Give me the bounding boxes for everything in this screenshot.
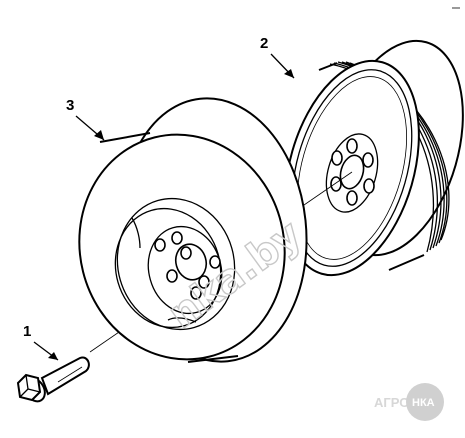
- brand-badge: [406, 383, 444, 421]
- brand-badge-text: НКА: [412, 397, 435, 409]
- pulley-bolt-holes: [330, 138, 375, 206]
- callout-2-label: 2: [260, 35, 268, 52]
- pulley-bolt: [16, 356, 90, 403]
- callout-3: 3: [66, 97, 105, 141]
- callout-1: 1: [23, 323, 59, 361]
- belt-pulley: [284, 39, 464, 277]
- damper-bolt-holes: [154, 231, 221, 300]
- callout-3-label: 3: [66, 97, 74, 114]
- callout-1-label: 1: [23, 323, 31, 340]
- brand-logo: АГРО НКА: [374, 383, 444, 421]
- brand-text: АГРО: [374, 395, 409, 410]
- vibration-damper: [78, 97, 308, 363]
- callout-2: 2: [260, 35, 295, 79]
